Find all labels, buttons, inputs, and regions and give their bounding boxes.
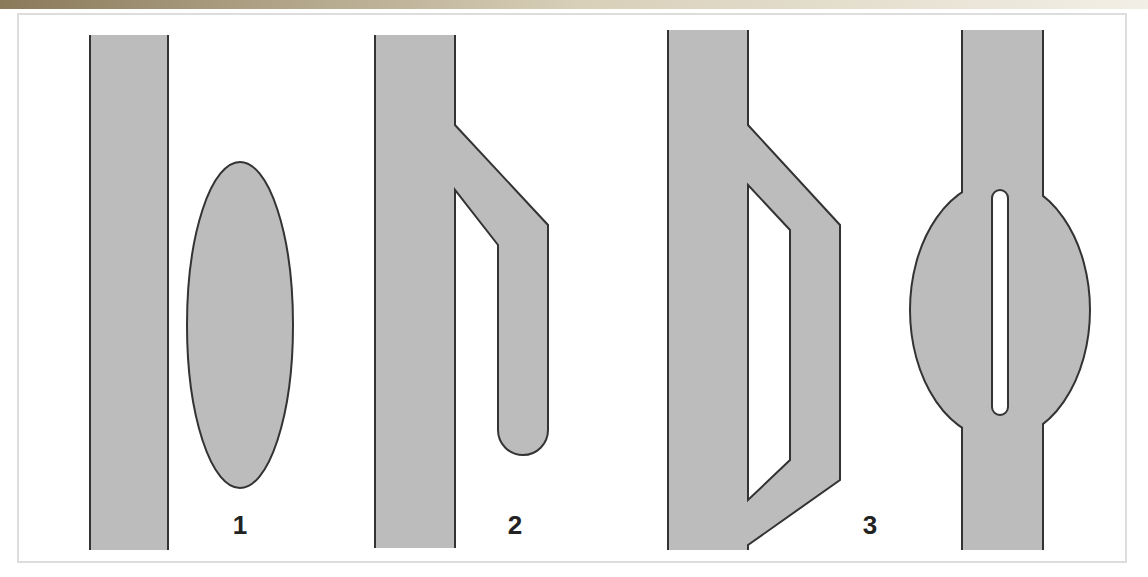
callout-number: 2 xyxy=(508,512,522,538)
callout-number: 1 xyxy=(233,512,247,538)
callout-number: 3 xyxy=(863,512,877,538)
